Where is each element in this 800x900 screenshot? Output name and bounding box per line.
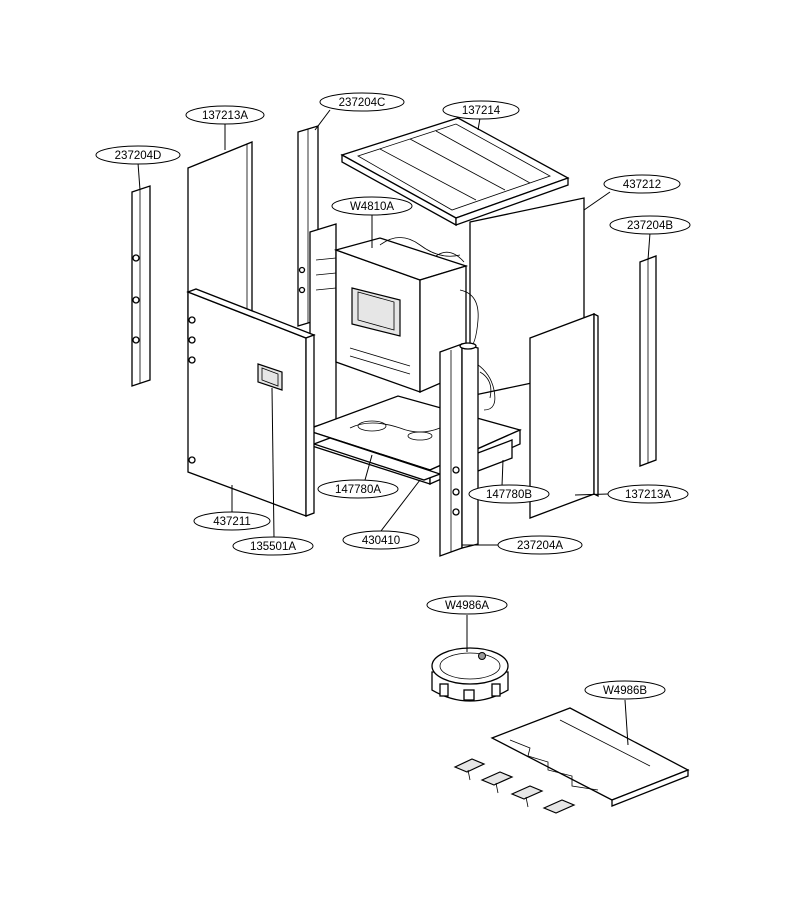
fan-cover-W4986A	[431, 647, 509, 702]
svg-text:437211: 437211	[213, 516, 251, 528]
svg-text:W4986B: W4986B	[603, 685, 647, 697]
callout-237204C: 237204C	[319, 92, 405, 112]
internal-assembly-W4810A	[309, 223, 496, 429]
callout-147780A: 147780A	[317, 479, 399, 499]
corner-post-237204A	[439, 342, 479, 557]
base-sheet-W4986B	[490, 707, 690, 807]
callout-W4986A: W4986A	[426, 595, 508, 615]
callout-237204B: 237204B	[609, 215, 691, 235]
svg-text:147780B: 147780B	[486, 489, 532, 501]
callout-437212: 437212	[603, 174, 681, 194]
svg-text:W4810A: W4810A	[350, 201, 394, 213]
callout-430410: 430410	[342, 530, 420, 550]
clip-parts	[453, 758, 576, 814]
svg-text:237204B: 237204B	[627, 220, 673, 232]
callout-237204D: 237204D	[95, 145, 181, 165]
svg-text:137214: 137214	[462, 105, 501, 117]
svg-text:237204A: 237204A	[517, 540, 563, 552]
callout-137213A-right: 137213A	[607, 484, 689, 504]
front-panel-437211	[186, 288, 316, 517]
corner-post-237204B	[639, 255, 657, 467]
top-panel-137214	[340, 117, 570, 227]
svg-text:237204C: 237204C	[339, 97, 386, 109]
corner-post-237204D	[131, 185, 151, 387]
callout-135501A: 135501A	[232, 536, 314, 556]
svg-text:W4986A: W4986A	[445, 600, 489, 612]
callout-237204A: 237204A	[497, 535, 583, 555]
callout-437211: 437211	[193, 511, 271, 531]
leader-lines	[137, 109, 651, 746]
callout-147780B: 147780B	[468, 484, 550, 504]
side-panel-137213A-front	[529, 312, 599, 519]
callout-W4986B: W4986B	[584, 680, 666, 700]
callout-W4810A: W4810A	[331, 196, 413, 216]
callout-137213A-top: 137213A	[185, 105, 265, 125]
svg-text:430410: 430410	[362, 535, 400, 547]
svg-text:135501A: 135501A	[250, 541, 296, 553]
svg-text:137213A: 137213A	[625, 489, 671, 501]
svg-text:137213A: 137213A	[202, 110, 248, 122]
callout-137214: 137214	[442, 100, 520, 120]
svg-text:437212: 437212	[623, 179, 661, 191]
svg-text:237204D: 237204D	[115, 150, 162, 162]
svg-text:147780A: 147780A	[335, 484, 381, 496]
access-cover-135501A	[257, 363, 283, 391]
